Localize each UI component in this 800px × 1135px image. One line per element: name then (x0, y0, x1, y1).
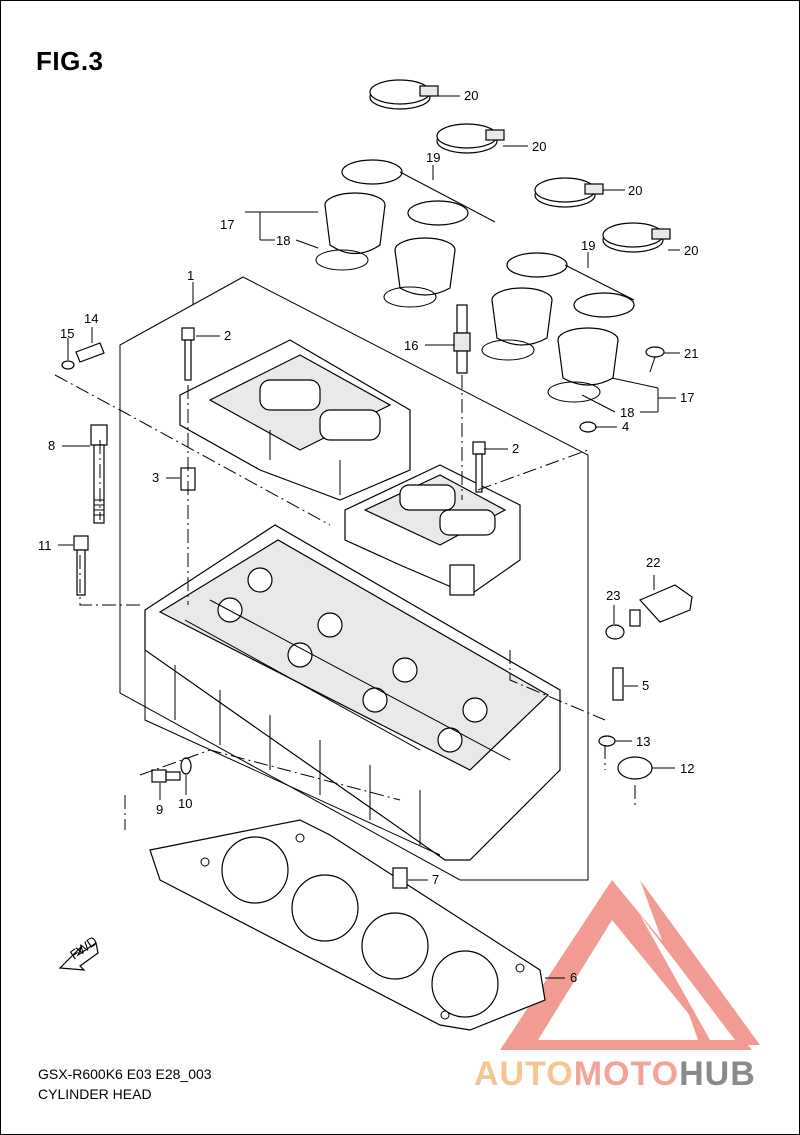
callout-14: 14 (84, 311, 98, 326)
bolt-11 (73, 535, 89, 596)
callout-1: 1 (187, 268, 194, 283)
callout-21: 21 (684, 346, 698, 361)
o-ring-12 (617, 756, 653, 780)
intake-boot-4 (547, 327, 619, 403)
bolt-2-left (181, 327, 195, 381)
bolt-9 (151, 769, 181, 783)
guide-line-7 (509, 650, 606, 721)
callout-19a: 19 (426, 150, 440, 165)
callout-20b: 20 (532, 139, 546, 154)
figure-caption: CYLINDER HEAD (38, 1086, 152, 1102)
intake-boot-3 (481, 287, 553, 361)
washer-4 (579, 421, 597, 433)
washer-15 (61, 360, 75, 370)
callout-10: 10 (178, 796, 192, 811)
watermark-logo-icon (500, 880, 760, 1050)
dowel-7 (392, 867, 408, 889)
intake-boot-1 (315, 192, 386, 271)
model-code: GSX-R600K6 E03 E28_003 (38, 1066, 212, 1082)
callout-12: 12 (680, 761, 694, 776)
callout-4: 4 (622, 419, 629, 434)
watermark-text: AUTOMOTOHUB (474, 1055, 756, 1094)
callout-20c: 20 (628, 183, 642, 198)
clamp-20a (369, 79, 439, 110)
intake-boots-group (315, 79, 671, 403)
callout-3: 3 (152, 470, 159, 485)
callout-8: 8 (48, 438, 55, 453)
callout-11: 11 (38, 538, 52, 553)
callout-9: 9 (156, 802, 163, 817)
spark-plug-16 (453, 304, 471, 374)
guide-line-10 (139, 749, 401, 801)
callout-19b: 19 (581, 238, 595, 253)
bolt-2-right (472, 441, 486, 493)
callout-17a: 17 (220, 217, 234, 232)
callout-15: 15 (60, 326, 74, 341)
callout-5: 5 (642, 678, 649, 693)
pin-5 (612, 667, 624, 701)
watermark-auto: AUTO (474, 1055, 574, 1093)
intake-boot-2 (383, 237, 456, 308)
callout-7: 7 (432, 872, 439, 887)
clamp-20b (436, 123, 505, 154)
callout-6: 6 (570, 970, 577, 985)
callout-2a: 2 (224, 328, 231, 343)
callout-20d: 20 (684, 243, 698, 258)
o-ring-13 (598, 735, 616, 747)
plug-14 (75, 342, 105, 363)
callout-13: 13 (636, 734, 650, 749)
guide-line-1 (54, 374, 331, 526)
callout-23: 23 (606, 588, 620, 603)
figure-title: FIG.3 (36, 46, 104, 76)
washer-10 (180, 757, 192, 775)
callout-18a: 18 (276, 233, 290, 248)
callout-labels: 1 2 2 3 4 5 6 7 8 9 10 11 12 13 14 15 16… (38, 88, 698, 985)
assembly-boundary (119, 276, 589, 881)
callout-17b: 17 (680, 390, 694, 405)
camshaft-holder-right (344, 464, 521, 596)
callout-16: 16 (404, 338, 418, 353)
bolt-8 (90, 424, 108, 524)
clamp-20c (534, 177, 604, 208)
screw-21 (645, 346, 665, 373)
guide-line-3 (79, 555, 140, 606)
callout-22: 22 (646, 555, 660, 570)
callout-18b: 18 (620, 405, 634, 420)
callout-20a: 20 (464, 88, 478, 103)
fwd-arrow-icon: FWD (58, 933, 100, 971)
sensor-22 (629, 584, 693, 627)
guide-line-6 (477, 449, 589, 491)
camshaft-holder-left (179, 339, 411, 501)
cylinder-head (144, 524, 561, 861)
watermark-hub: HUB (679, 1055, 756, 1093)
watermark-moto: MOTO (573, 1055, 680, 1093)
clamp-20d (602, 222, 671, 253)
clamp-19-right (506, 252, 635, 318)
gasket-23 (605, 624, 625, 640)
callout-2b: 2 (512, 441, 519, 456)
head-gasket (149, 819, 546, 1031)
clamp-19-left (341, 159, 496, 226)
leader-lines (58, 95, 680, 979)
